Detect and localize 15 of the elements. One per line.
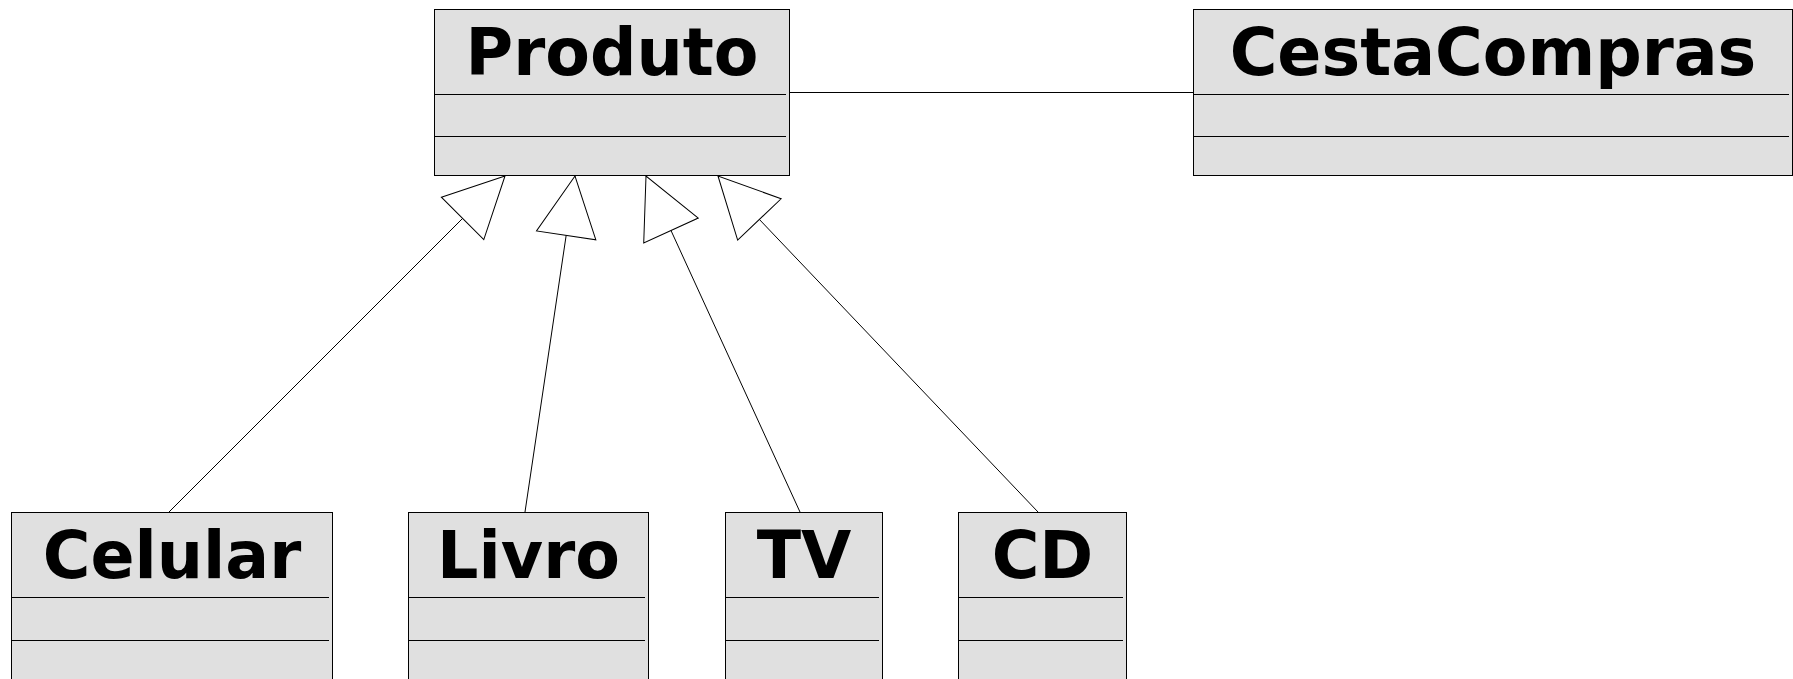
class-box [434, 9, 790, 176]
class-name: Livro [437, 522, 620, 588]
generalization-arrow [643, 175, 801, 513]
generalization-arrow [524, 175, 597, 513]
class-box [958, 512, 1127, 679]
class-box [11, 512, 333, 679]
class-name: CD [991, 522, 1094, 588]
class-name: Produto [465, 19, 759, 85]
class-name: TV [756, 522, 852, 588]
generalization-arrow [717, 175, 1039, 513]
class-box [725, 512, 883, 679]
generalization-arrow [168, 175, 506, 513]
class-name: Celular [42, 522, 302, 588]
class-box [408, 512, 649, 679]
class-box [1193, 9, 1793, 176]
